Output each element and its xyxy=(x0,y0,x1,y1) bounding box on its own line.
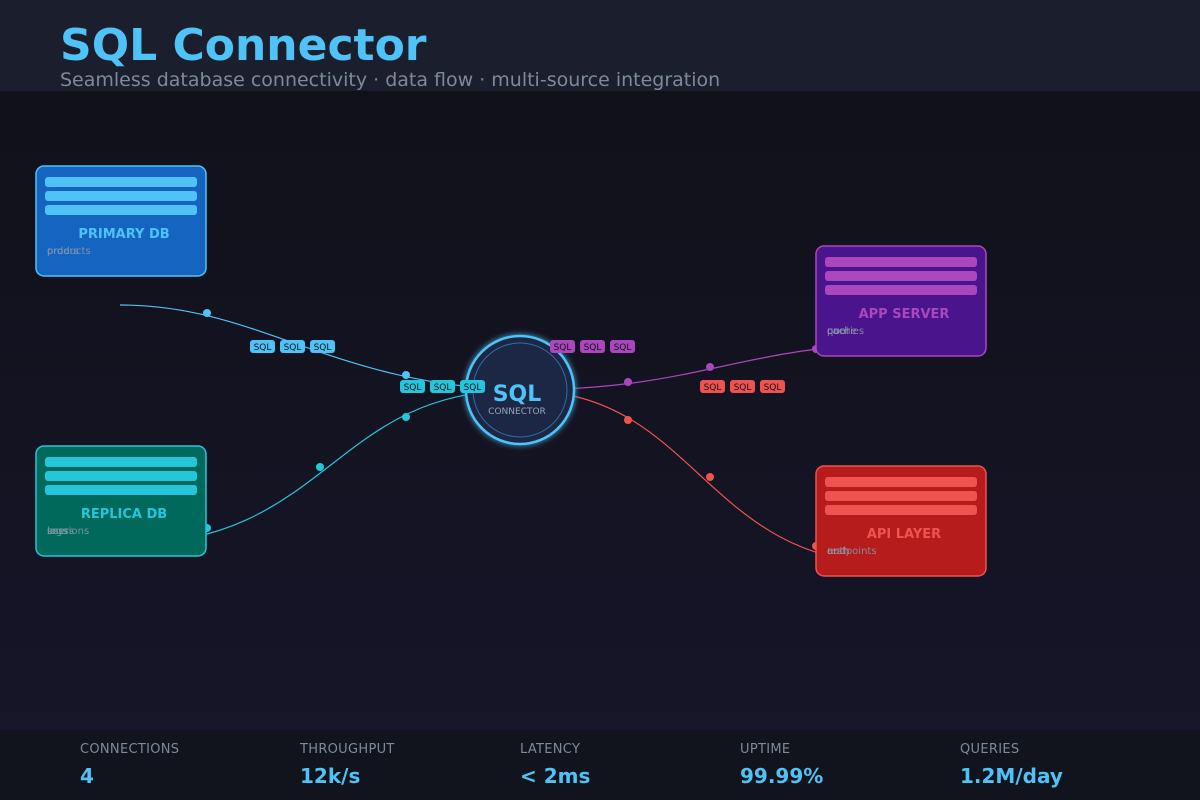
stat-uptime: UPTIME 99.99% xyxy=(740,742,823,790)
sql-badge-label: SQL xyxy=(554,343,572,353)
flow-dot xyxy=(624,378,632,386)
flow-dot xyxy=(402,371,410,379)
sql-connector-hub[interactable]: SQL CONNECTOR xyxy=(464,334,576,446)
hub-sublabel: CONNECTOR xyxy=(488,407,546,417)
stat-queries: QUERIES 1.2M/day xyxy=(960,742,1063,790)
stat-label: UPTIME xyxy=(740,742,791,757)
sql-badge: SQL xyxy=(580,340,605,353)
sql-badge-label: SQL xyxy=(284,343,302,353)
table-row-bar xyxy=(45,485,197,495)
flow-diagram: SQL CONNECTOR PRIMARY DB ordersproductsRE… xyxy=(35,165,987,577)
stat-label: THROUGHPUT xyxy=(300,742,395,757)
table-row-bar xyxy=(45,205,197,215)
table-row-bar xyxy=(45,177,197,187)
stat-label: QUERIES xyxy=(960,742,1020,757)
table-row-bar xyxy=(825,477,977,487)
node-tag: endpoints xyxy=(827,546,877,557)
node-tag: auth xyxy=(827,546,850,557)
stat-label: LATENCY xyxy=(520,742,581,757)
stat-label: CONNECTIONS xyxy=(80,742,180,757)
sql-badge-label: SQL xyxy=(614,343,632,353)
sql-badge: SQL xyxy=(760,380,785,393)
badges-layer: SQL SQL SQL SQL SQL SQL SQL SQL SQL SQL SQL SQL xyxy=(250,340,785,393)
flow-dot xyxy=(706,473,714,481)
node-title: APP SERVER xyxy=(859,307,950,322)
page-title: SQL Connector xyxy=(60,20,427,71)
table-row-bar xyxy=(45,457,197,467)
table-row-bar xyxy=(45,471,197,481)
flow-dots xyxy=(203,309,820,550)
sql-badge-label: SQL xyxy=(434,383,452,393)
sql-badge-label: SQL xyxy=(764,383,782,393)
sql-badge-label: SQL xyxy=(584,343,602,353)
sql-badge-label: SQL xyxy=(314,343,332,353)
sql-badge: SQL xyxy=(610,340,635,353)
node-title: REPLICA DB xyxy=(81,507,167,522)
flow-dot xyxy=(402,413,410,421)
table-row-bar xyxy=(45,191,197,201)
node-title: PRIMARY DB xyxy=(78,227,169,242)
header: SQL Connector Seamless database connecti… xyxy=(0,0,1200,91)
node-title: API LAYER xyxy=(867,527,941,542)
stat-value: 12k/s xyxy=(300,764,361,788)
node-tag: cache xyxy=(827,326,857,337)
table-row-bar xyxy=(825,257,977,267)
sql-badge: SQL xyxy=(550,340,575,353)
table-row-bar xyxy=(825,271,977,281)
sql-badge-label: SQL xyxy=(734,383,752,393)
node-tag: queries xyxy=(827,326,864,337)
stat-value: 1.2M/day xyxy=(960,764,1063,788)
node-tag: products xyxy=(47,246,91,257)
stat-latency: LATENCY < 2ms xyxy=(520,742,590,790)
stat-connections: CONNECTIONS 4 xyxy=(80,742,179,790)
page-subtitle: Seamless database connectivity · data fl… xyxy=(60,69,721,91)
stat-value: 4 xyxy=(80,764,94,788)
node-tag: sessions xyxy=(47,526,89,537)
node-tag: logs xyxy=(47,526,67,537)
flow-dot xyxy=(706,363,714,371)
table-row-bar xyxy=(825,285,977,295)
sql-badge: SQL xyxy=(310,340,335,353)
table-row-bar xyxy=(825,505,977,515)
sql-badge: SQL xyxy=(700,380,725,393)
node-tag: users xyxy=(47,526,74,537)
sql-badge-label: SQL xyxy=(254,343,272,353)
hub-label: SQL xyxy=(493,382,542,407)
sql-badge: SQL xyxy=(280,340,305,353)
sql-badge: SQL xyxy=(460,380,485,393)
flow-dot xyxy=(624,416,632,424)
sql-badge-label: SQL xyxy=(464,383,482,393)
sql-badge: SQL xyxy=(430,380,455,393)
sql-badge-label: SQL xyxy=(404,383,422,393)
flow-dot xyxy=(316,463,324,471)
node-tag: orders xyxy=(47,246,79,257)
stat-value: 99.99% xyxy=(740,764,824,788)
node-tag: rest xyxy=(827,546,846,557)
sql-badge: SQL xyxy=(400,380,425,393)
sql-badge-label: SQL xyxy=(704,383,722,393)
stat-throughput: THROUGHPUT 12k/s xyxy=(300,742,395,790)
sql-badge: SQL xyxy=(250,340,275,353)
stat-value: < 2ms xyxy=(520,764,591,788)
flow-dot xyxy=(203,309,211,317)
stats-bar: CONNECTIONS 4 THROUGHPUT 12k/s LATENCY <… xyxy=(0,730,1200,800)
table-row-bar xyxy=(825,491,977,501)
sql-badge: SQL xyxy=(730,380,755,393)
node-tag: pool xyxy=(827,326,848,337)
